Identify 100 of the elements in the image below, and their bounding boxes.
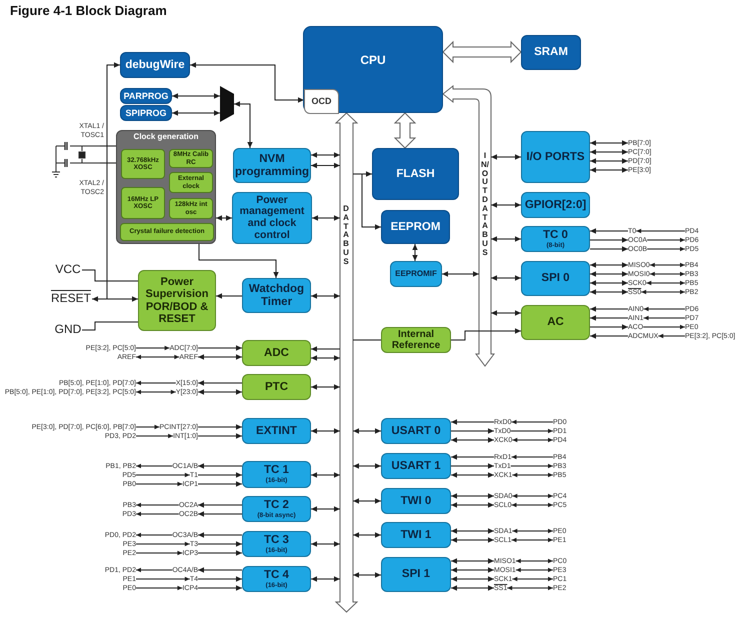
arrow bbox=[510, 464, 554, 468]
arrow bbox=[590, 271, 628, 277]
block-label: EXTINT bbox=[255, 424, 298, 438]
module-box bbox=[381, 488, 451, 514]
arrow bbox=[512, 576, 554, 582]
arrow bbox=[490, 310, 522, 316]
arrow bbox=[450, 528, 494, 534]
arrow bbox=[512, 494, 554, 498]
pin-label: GND bbox=[54, 323, 82, 337]
arrow bbox=[198, 502, 242, 508]
arrow bbox=[198, 481, 242, 487]
arrow bbox=[512, 472, 554, 478]
oscillator-box bbox=[169, 198, 213, 219]
bus-label: IN/OUT DATABUS bbox=[481, 152, 489, 258]
arrow bbox=[511, 420, 554, 424]
oscillator-box bbox=[169, 172, 213, 193]
block-label: SPIPROG bbox=[124, 108, 168, 118]
block-label: GPIOR[2:0] bbox=[524, 198, 588, 212]
arrow bbox=[216, 215, 232, 221]
arrow bbox=[515, 568, 554, 572]
arrow bbox=[310, 384, 340, 390]
block-label: FLASH bbox=[395, 168, 436, 180]
wide-arrow bbox=[442, 40, 522, 64]
arrow bbox=[198, 389, 242, 395]
arrow bbox=[511, 454, 554, 460]
arrow bbox=[198, 550, 242, 556]
module-box bbox=[120, 105, 172, 121]
arrow bbox=[136, 482, 183, 486]
arrow bbox=[442, 271, 480, 277]
arrow bbox=[352, 498, 382, 504]
module-box bbox=[521, 226, 590, 252]
arrow bbox=[590, 306, 628, 312]
arrow bbox=[590, 149, 628, 155]
block-label: Internal Reference bbox=[390, 328, 442, 352]
arrow bbox=[506, 586, 554, 590]
connector-line bbox=[100, 162, 116, 164]
block-label: AC bbox=[546, 316, 565, 329]
arrow bbox=[136, 424, 160, 430]
arrow bbox=[92, 296, 138, 302]
oscillator-box bbox=[169, 149, 213, 168]
arrow bbox=[190, 62, 304, 103]
block-label: EEPROMIF bbox=[394, 270, 438, 278]
arrow bbox=[234, 101, 253, 148]
arrow bbox=[658, 334, 686, 338]
module-box bbox=[381, 522, 451, 548]
module-box bbox=[381, 327, 451, 353]
block-label: Power Supervision POR/BOD & RESET bbox=[144, 276, 210, 326]
arrow bbox=[450, 493, 494, 499]
arrow bbox=[198, 541, 242, 547]
oscillator-box bbox=[121, 149, 165, 179]
pin-label: RESET bbox=[50, 292, 92, 306]
arrow bbox=[136, 380, 176, 386]
arrow bbox=[312, 215, 340, 221]
block-label: TC 3 bbox=[263, 534, 290, 547]
module-box bbox=[304, 89, 339, 114]
arrow bbox=[198, 585, 242, 591]
module-box bbox=[381, 453, 451, 479]
block-label: Power management and clock control bbox=[238, 194, 306, 242]
arrow bbox=[198, 576, 242, 582]
module-box bbox=[242, 566, 311, 592]
arrow bbox=[450, 558, 494, 564]
arrow bbox=[310, 428, 340, 434]
arrow bbox=[310, 576, 340, 582]
wide-arrow bbox=[394, 112, 416, 149]
arrow bbox=[643, 306, 686, 312]
connector-line bbox=[82, 270, 138, 282]
block-label: USART 0 bbox=[390, 424, 442, 438]
arrow bbox=[198, 244, 279, 278]
module-box bbox=[390, 261, 442, 287]
block-label: SPI 1 bbox=[400, 568, 432, 581]
pin-label: VCC bbox=[54, 263, 82, 277]
module-box bbox=[372, 148, 459, 200]
arrow bbox=[450, 428, 494, 434]
arrow bbox=[590, 237, 628, 243]
arrow bbox=[198, 380, 242, 386]
arrow bbox=[450, 454, 494, 460]
arrow bbox=[646, 280, 686, 286]
module-box bbox=[381, 418, 451, 444]
arrow bbox=[198, 424, 242, 430]
arrow bbox=[450, 463, 494, 469]
module-box bbox=[521, 35, 581, 70]
arrow bbox=[310, 355, 340, 361]
arrow bbox=[512, 528, 554, 534]
module-box bbox=[521, 131, 590, 183]
arrow bbox=[450, 472, 494, 478]
arrow bbox=[490, 236, 522, 242]
arrow bbox=[198, 354, 242, 360]
arrow bbox=[198, 567, 242, 573]
arrow bbox=[310, 541, 340, 547]
module-box bbox=[242, 340, 311, 366]
block-label: PTC bbox=[264, 380, 289, 394]
arrow bbox=[450, 576, 494, 582]
module-box bbox=[242, 496, 311, 522]
block-label: OCD bbox=[310, 96, 332, 107]
module-box bbox=[521, 192, 590, 218]
block-label: I/O PORTS bbox=[525, 150, 586, 164]
arrow bbox=[352, 428, 382, 434]
arrow bbox=[450, 585, 494, 591]
block-label: TWI 1 bbox=[400, 528, 432, 542]
arrow bbox=[198, 532, 242, 538]
